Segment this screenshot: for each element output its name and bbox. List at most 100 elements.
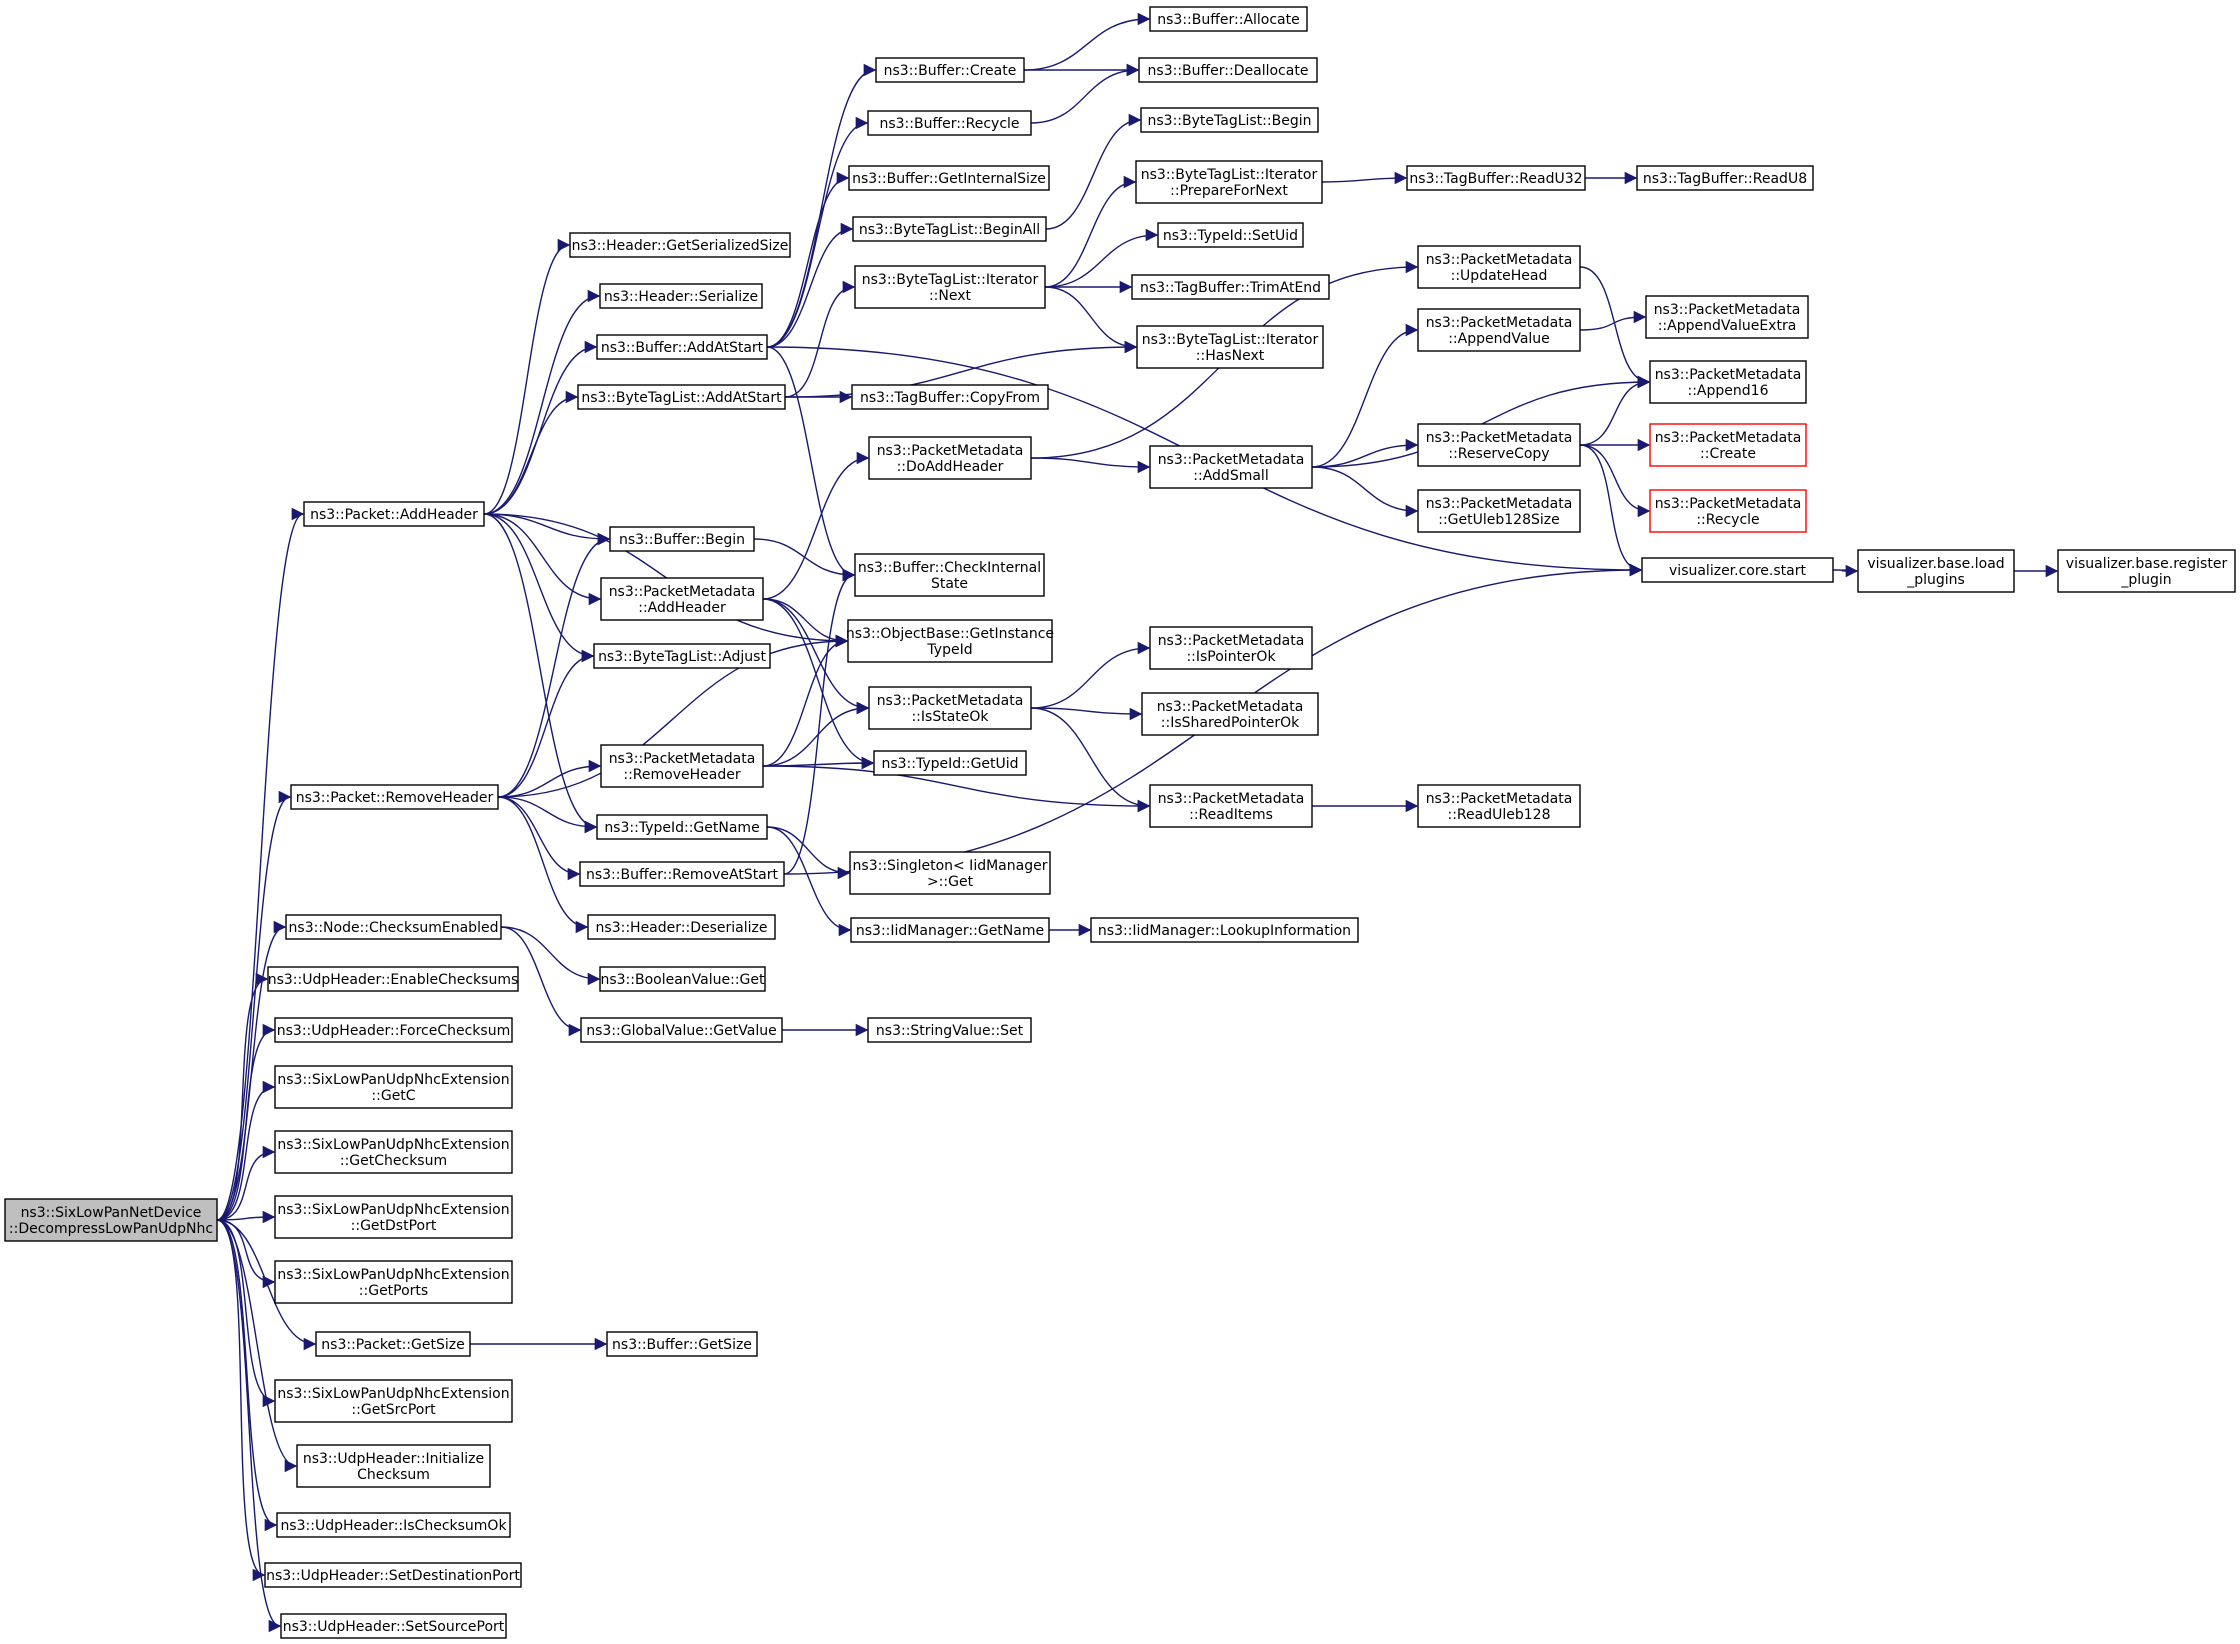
node-box-bool_get[interactable] <box>599 966 766 992</box>
node-vis_core_start[interactable]: visualizer.core.start <box>1641 557 1834 583</box>
node-btli_hasnext[interactable]: ns3::ByteTagList::Iterator::HasNext <box>1136 325 1324 369</box>
node-box-sv_set[interactable] <box>867 1017 1032 1043</box>
node-box-gv_getvalue[interactable] <box>580 1017 783 1043</box>
node-box-pm_create[interactable] <box>1649 423 1807 467</box>
node-box-btl_adjust[interactable] <box>593 643 771 669</box>
node-ext_getc[interactable]: ns3::SixLowPanUdpNhcExtension::GetC <box>274 1065 513 1109</box>
node-box-buf_addatstart[interactable] <box>596 334 768 360</box>
node-box-btl_addatstart[interactable] <box>577 384 786 410</box>
node-pm_updatehead[interactable]: ns3::PacketMetadata::UpdateHead <box>1417 245 1581 289</box>
node-buf_getsize[interactable]: ns3::Buffer::GetSize <box>606 1331 758 1357</box>
node-box-buf_removeatstart[interactable] <box>579 861 785 887</box>
node-btl_addatstart[interactable]: ns3::ByteTagList::AddAtStart <box>577 384 786 410</box>
node-buf_begin[interactable]: ns3::Buffer::Begin <box>609 526 755 552</box>
node-buf_getinternalsize[interactable]: ns3::Buffer::GetInternalSize <box>848 165 1050 191</box>
node-box-node_checksum[interactable] <box>285 914 502 940</box>
node-box-buf_getinternalsize[interactable] <box>848 165 1050 191</box>
node-pm_doaddheader[interactable]: ns3::PacketMetadata::DoAddHeader <box>868 436 1032 480</box>
node-box-buf_recycle[interactable] <box>867 110 1032 136</box>
node-box-pm_reservecopy[interactable] <box>1417 423 1581 467</box>
node-pm_addheader[interactable]: ns3::PacketMetadata::AddHeader <box>600 577 764 621</box>
node-box-btli_preparefornext[interactable] <box>1135 160 1323 204</box>
node-box-vis_loadplugins[interactable] <box>1857 549 2015 593</box>
node-box-pm_addheader[interactable] <box>600 577 764 621</box>
node-box-udp_setdst[interactable] <box>264 1562 522 1588</box>
node-box-btl_begin[interactable] <box>1140 107 1319 133</box>
node-box-pm_updatehead[interactable] <box>1417 245 1581 289</box>
node-tb_trimatend[interactable]: ns3::TagBuffer::TrimAtEnd <box>1131 274 1330 300</box>
node-pm_issharedpointerok[interactable]: ns3::PacketMetadata::IsSharedPointerOk <box>1141 692 1319 736</box>
node-box-tb_copyfrom[interactable] <box>851 384 1049 410</box>
node-iid_lookup[interactable]: ns3::IidManager::LookupInformation <box>1090 917 1359 943</box>
node-ext_getdstport[interactable]: ns3::SixLowPanUdpNhcExtension::GetDstPor… <box>274 1195 513 1239</box>
node-hdr_getser[interactable]: ns3::Header::GetSerializedSize <box>569 232 791 258</box>
node-box-pm_ispointerok[interactable] <box>1149 626 1313 670</box>
node-singleton_get[interactable]: ns3::Singleton< IidManager>::Get <box>849 851 1051 895</box>
node-box-ext_getc[interactable] <box>274 1065 513 1109</box>
node-hdr_serialize[interactable]: ns3::Header::Serialize <box>599 283 763 309</box>
node-box-iid_lookup[interactable] <box>1090 917 1359 943</box>
node-udp_setdst[interactable]: ns3::UdpHeader::SetDestinationPort <box>264 1562 522 1588</box>
node-buf_removeatstart[interactable]: ns3::Buffer::RemoveAtStart <box>579 861 785 887</box>
node-pm_reservecopy[interactable]: ns3::PacketMetadata::ReserveCopy <box>1417 423 1581 467</box>
node-bool_get[interactable]: ns3::BooleanValue::Get <box>599 966 766 992</box>
node-pm_addsmall[interactable]: ns3::PacketMetadata::AddSmall <box>1149 445 1313 489</box>
node-pm_isstateok[interactable]: ns3::PacketMetadata::IsStateOk <box>868 686 1032 730</box>
node-box-buf_allocate[interactable] <box>1149 6 1308 32</box>
node-udp_force[interactable]: ns3::UdpHeader::ForceChecksum <box>274 1017 513 1043</box>
node-box-udp_isok[interactable] <box>276 1512 511 1538</box>
node-vis_registerplugin[interactable]: visualizer.base.register_plugin <box>2057 549 2236 593</box>
node-box-pm_addsmall[interactable] <box>1149 445 1313 489</box>
node-box-buf_checkinternal[interactable] <box>854 553 1045 597</box>
node-iid_getname[interactable]: ns3::IidManager::GetName <box>850 917 1050 943</box>
node-pm_ispointerok[interactable]: ns3::PacketMetadata::IsPointerOk <box>1149 626 1313 670</box>
node-box-pm_readitems[interactable] <box>1149 784 1313 828</box>
node-box-pm_doaddheader[interactable] <box>868 436 1032 480</box>
node-buf_deallocate[interactable]: ns3::Buffer::Deallocate <box>1138 57 1318 83</box>
node-box-pm_issharedpointerok[interactable] <box>1141 692 1319 736</box>
node-box-buf_begin[interactable] <box>609 526 755 552</box>
node-ext_getsrcport[interactable]: ns3::SixLowPanUdpNhcExtension::GetSrcPor… <box>274 1379 513 1423</box>
node-buf_allocate[interactable]: ns3::Buffer::Allocate <box>1149 6 1308 32</box>
node-box-typeid_setuid[interactable] <box>1157 222 1304 248</box>
node-box-pkt_addheader[interactable] <box>303 501 485 527</box>
node-box-ob_getinstance[interactable] <box>847 619 1053 663</box>
node-typeid_setuid[interactable]: ns3::TypeId::SetUid <box>1157 222 1304 248</box>
node-udp_setsrc[interactable]: ns3::UdpHeader::SetSourcePort <box>280 1613 507 1639</box>
node-box-typeid_getuid[interactable] <box>873 750 1027 776</box>
node-hdr_deserialize[interactable]: ns3::Header::Deserialize <box>587 914 776 940</box>
node-box-iid_getname[interactable] <box>850 917 1050 943</box>
node-btli_next[interactable]: ns3::ByteTagList::Iterator::Next <box>854 265 1046 309</box>
node-box-ext_getsrcport[interactable] <box>274 1379 513 1423</box>
node-udp_enable[interactable]: ns3::UdpHeader::EnableChecksums <box>267 966 519 992</box>
node-buf_addatstart[interactable]: ns3::Buffer::AddAtStart <box>596 334 768 360</box>
node-pm_append16[interactable]: ns3::PacketMetadata::Append16 <box>1649 360 1807 404</box>
node-btl_adjust[interactable]: ns3::ByteTagList::Adjust <box>593 643 771 669</box>
node-box-pm_append16[interactable] <box>1649 360 1807 404</box>
node-pm_readuleb[interactable]: ns3::PacketMetadata::ReadUleb128 <box>1417 784 1581 828</box>
node-box-udp_force[interactable] <box>274 1017 513 1043</box>
node-box-pkt_getsize[interactable] <box>315 1331 471 1357</box>
node-typeid_getname[interactable]: ns3::TypeId::GetName <box>596 814 768 840</box>
node-btli_preparefornext[interactable]: ns3::ByteTagList::Iterator::PrepareForNe… <box>1135 160 1323 204</box>
node-pkt_addheader[interactable]: ns3::Packet::AddHeader <box>303 501 485 527</box>
node-box-btli_hasnext[interactable] <box>1136 325 1324 369</box>
node-box-pm_isstateok[interactable] <box>868 686 1032 730</box>
node-box-singleton_get[interactable] <box>849 851 1051 895</box>
node-pm_recycle[interactable]: ns3::PacketMetadata::Recycle <box>1649 489 1807 533</box>
node-box-ext_getdstport[interactable] <box>274 1195 513 1239</box>
node-box-pm_appendvalueextra[interactable] <box>1645 295 1809 339</box>
node-box-vis_registerplugin[interactable] <box>2057 549 2236 593</box>
node-root[interactable]: ns3::SixLowPanNetDevice::DecompressLowPa… <box>4 1198 218 1242</box>
node-sv_set[interactable]: ns3::StringValue::Set <box>867 1017 1032 1043</box>
node-box-udp_init[interactable] <box>296 1444 491 1488</box>
node-box-hdr_serialize[interactable] <box>599 283 763 309</box>
node-buf_create[interactable]: ns3::Buffer::Create <box>875 57 1025 83</box>
node-tb_copyfrom[interactable]: ns3::TagBuffer::CopyFrom <box>851 384 1049 410</box>
node-box-ext_getports[interactable] <box>274 1260 513 1304</box>
node-box-ext_getchecksum[interactable] <box>274 1130 513 1174</box>
node-pkt_removeheader[interactable]: ns3::Packet::RemoveHeader <box>290 784 499 810</box>
node-pkt_getsize[interactable]: ns3::Packet::GetSize <box>315 1331 471 1357</box>
